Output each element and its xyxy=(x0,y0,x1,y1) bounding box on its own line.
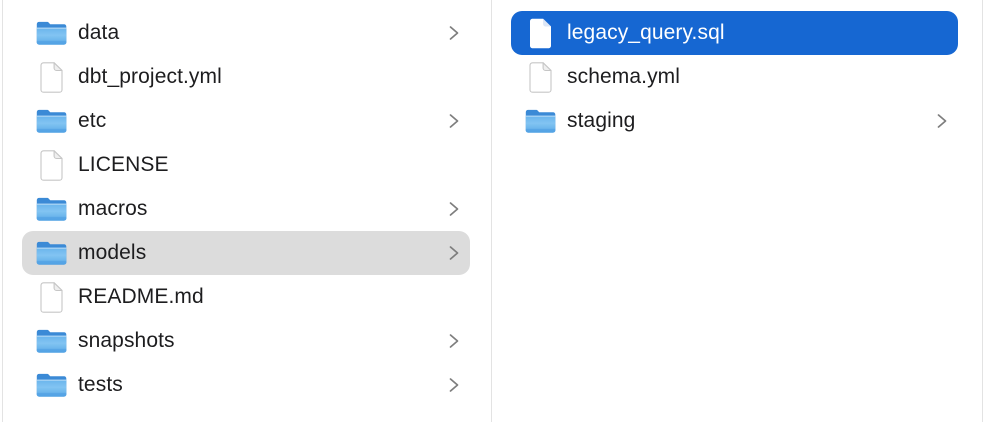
file-item-license[interactable]: LICENSE xyxy=(22,143,470,187)
file-item-label: snapshots xyxy=(78,329,175,352)
file-item-label: legacy_query.sql xyxy=(567,21,725,44)
chevron-right-icon xyxy=(447,245,461,262)
column-divider[interactable] xyxy=(491,0,492,422)
file-item-snapshots[interactable]: snapshots xyxy=(22,319,470,363)
folder-icon xyxy=(35,368,67,402)
folder-icon xyxy=(35,192,67,226)
chevron-right-icon xyxy=(447,25,461,42)
column-divider-right-edge[interactable] xyxy=(982,0,983,422)
file-item-macros[interactable]: macros xyxy=(22,187,470,231)
folder-icon xyxy=(35,16,67,50)
chevron-right-icon xyxy=(935,113,949,130)
file-item-schema-yml[interactable]: schema.yml xyxy=(511,55,958,99)
file-item-etc[interactable]: etc xyxy=(22,99,470,143)
file-item-label: macros xyxy=(78,197,148,220)
folder-icon xyxy=(524,104,556,138)
folder-icon xyxy=(35,324,67,358)
file-item-label: LICENSE xyxy=(78,153,169,176)
file-item-readme-md[interactable]: README.md xyxy=(22,275,470,319)
chevron-right-icon xyxy=(447,113,461,130)
document-icon xyxy=(35,60,67,94)
file-item-dbt-project-yml[interactable]: dbt_project.yml xyxy=(22,55,470,99)
file-item-models[interactable]: models xyxy=(22,231,470,275)
chevron-right-icon xyxy=(447,201,461,218)
chevron-right-icon xyxy=(447,333,461,350)
file-item-label: README.md xyxy=(78,285,204,308)
document-icon xyxy=(524,60,556,94)
folder-icon xyxy=(35,236,67,270)
chevron-right-icon xyxy=(447,377,461,394)
file-item-staging[interactable]: staging xyxy=(511,99,958,143)
file-item-data[interactable]: data xyxy=(22,11,470,55)
file-column-right[interactable]: legacy_query.sql xyxy=(492,0,984,422)
file-item-label: etc xyxy=(78,109,107,132)
file-item-label: data xyxy=(78,21,120,44)
document-icon xyxy=(35,280,67,314)
folder-icon xyxy=(35,104,67,138)
file-item-label: tests xyxy=(78,373,123,396)
column-divider-left-edge[interactable] xyxy=(2,0,3,422)
file-item-legacy-query-sql[interactable]: legacy_query.sql xyxy=(511,11,958,55)
document-icon xyxy=(35,148,67,182)
file-item-tests[interactable]: tests xyxy=(22,363,470,407)
file-item-label: staging xyxy=(567,109,636,132)
file-item-label: dbt_project.yml xyxy=(78,65,222,88)
file-item-label: models xyxy=(78,241,147,264)
document-icon xyxy=(524,16,556,50)
file-column-left[interactable]: data xyxy=(0,0,492,422)
file-item-label: schema.yml xyxy=(567,65,681,88)
